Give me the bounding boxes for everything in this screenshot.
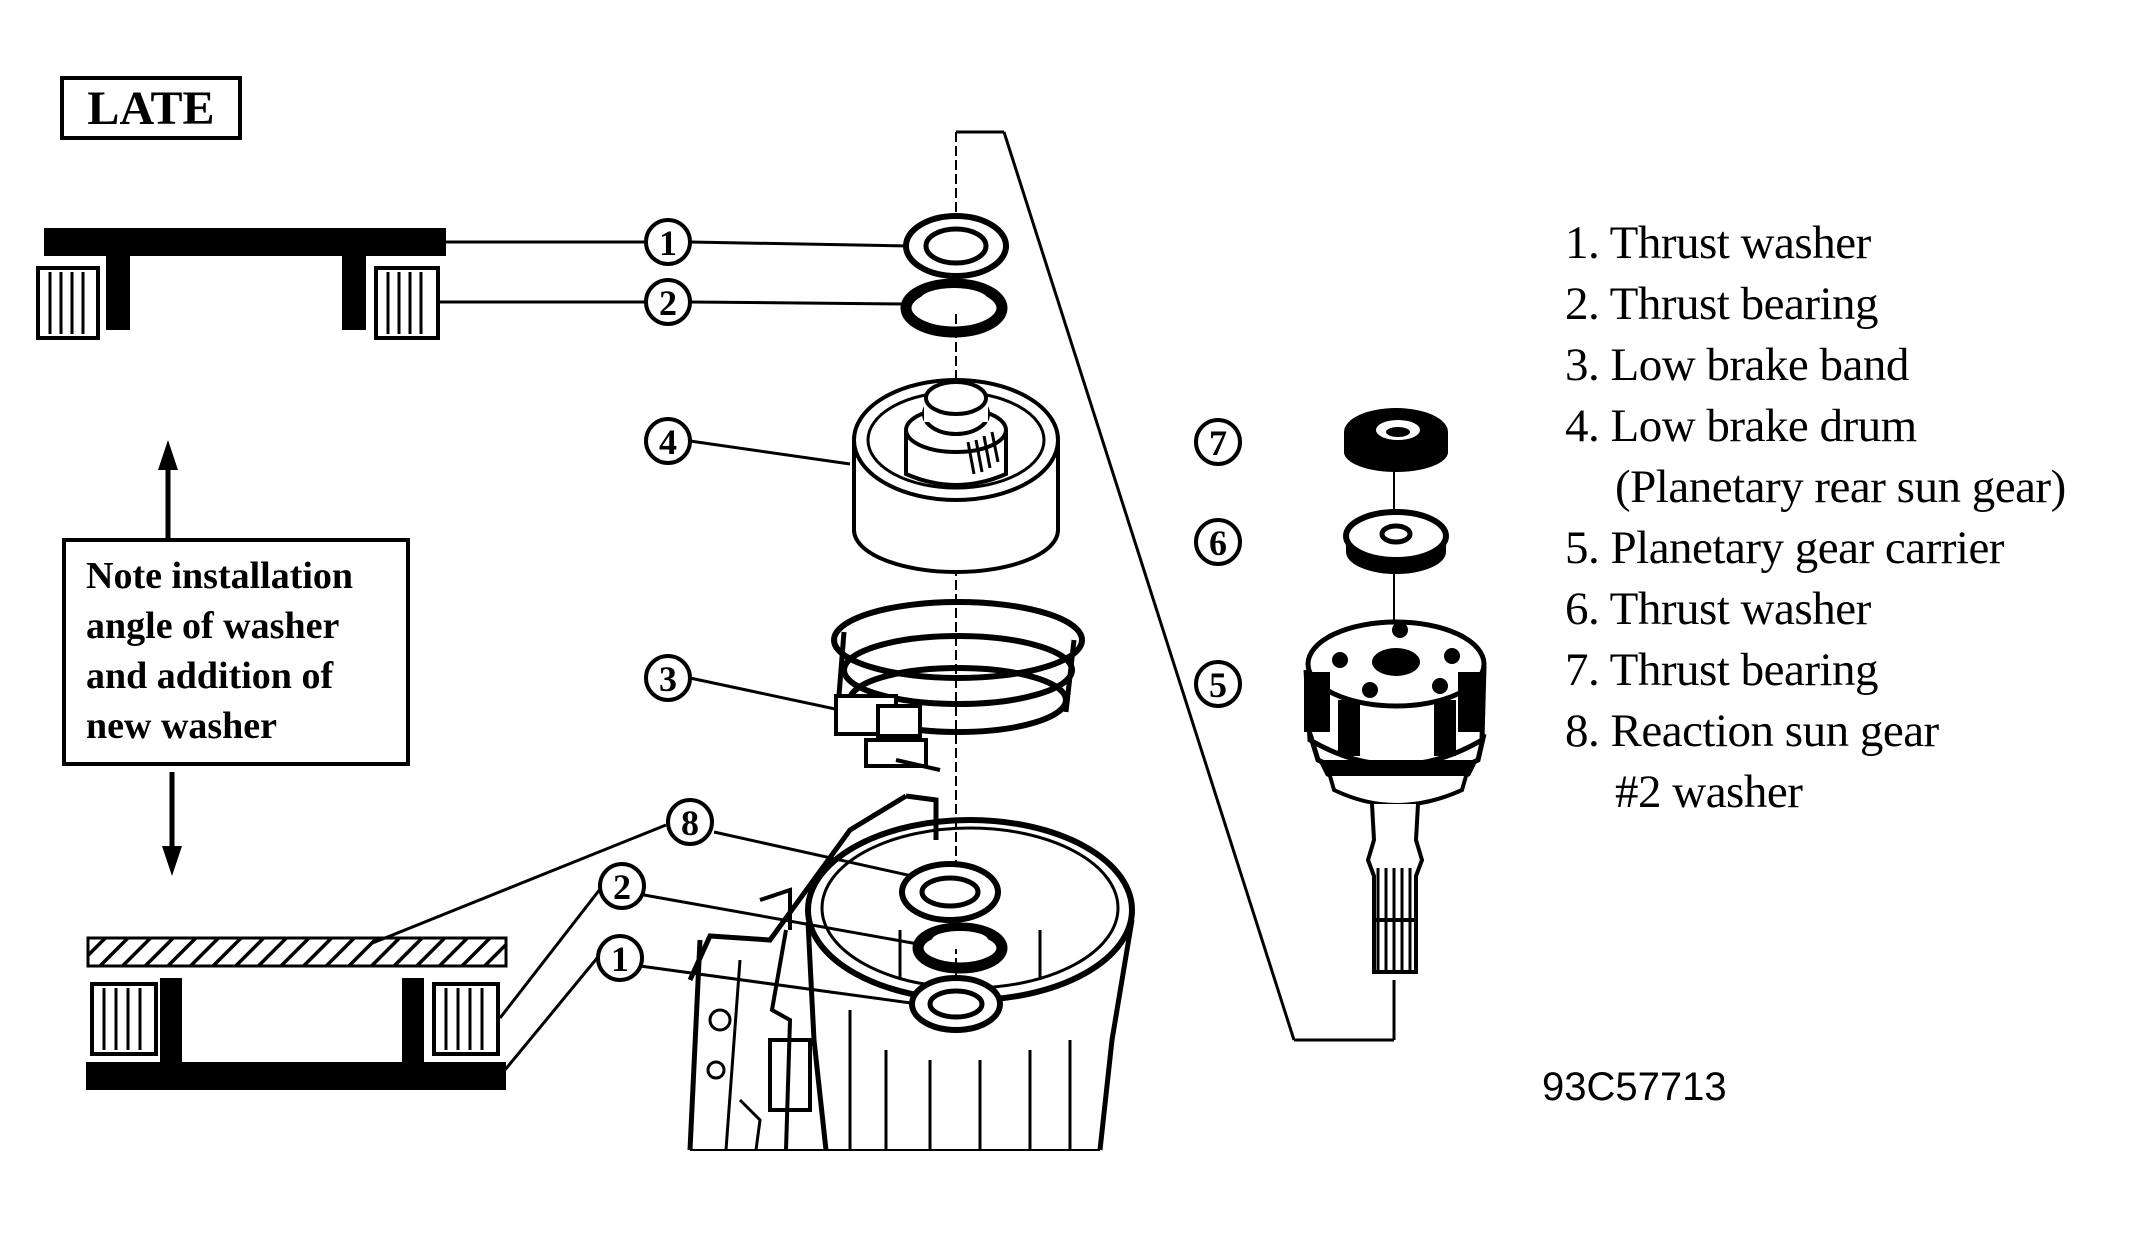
- parts-legend: 1. Thrust washer 2. Thrust bearing 3. Lo…: [1565, 217, 2066, 818]
- callout-1-top: 1: [644, 218, 692, 266]
- late-badge-label: LATE: [87, 82, 214, 135]
- callout-7: 7: [1194, 418, 1242, 466]
- planetary-gear-carrier: [1303, 619, 1487, 974]
- figure-code: 93C57713: [1542, 1065, 1727, 1109]
- legend-item-4-sub: (Planetary rear sun gear): [1615, 461, 2066, 513]
- svg-text:4: 4: [659, 422, 677, 462]
- legend-item-8: 8. Reaction sun gear: [1565, 705, 1940, 757]
- callout-6: 6: [1194, 518, 1242, 566]
- thrust-washer-bottom: [909, 975, 1003, 1033]
- bottom-cross-section: [86, 936, 508, 1090]
- low-brake-band: [831, 599, 1085, 772]
- callout-5: 5: [1194, 660, 1242, 708]
- bottom-left-bearing: [90, 982, 158, 1056]
- installation-note-box: Note installation angle of washer and ad…: [62, 538, 410, 766]
- svg-text:3: 3: [659, 659, 677, 699]
- legend-item-7: 7. Thrust bearing: [1565, 644, 1878, 696]
- callout-3: 3: [644, 654, 692, 702]
- up-arrow: [158, 440, 178, 540]
- legend-item-2: 2. Thrust bearing: [1565, 278, 1878, 330]
- thrust-washer-top: [903, 213, 1009, 279]
- svg-text:2: 2: [613, 867, 631, 907]
- down-arrow: [162, 772, 182, 876]
- legend-item-8-sub: #2 washer: [1615, 766, 1803, 818]
- legend-item-6: 6. Thrust washer: [1565, 583, 1872, 635]
- transmission-case: [687, 793, 1135, 1151]
- reaction-sun-gear-washer: [899, 861, 1001, 923]
- note-line-1: Note installation: [86, 555, 353, 597]
- svg-text:2: 2: [659, 283, 677, 323]
- svg-text:1: 1: [611, 939, 629, 979]
- legend-item-1: 1. Thrust washer: [1565, 217, 1872, 269]
- callout-1-bottom: 1: [596, 934, 644, 982]
- svg-text:7: 7: [1209, 423, 1227, 463]
- callout-2-bottom: 2: [598, 862, 646, 910]
- callout-4: 4: [644, 417, 692, 465]
- legend-item-3: 3. Low brake band: [1565, 339, 1909, 391]
- thrust-bearing-right: [1344, 408, 1448, 472]
- note-line-4: new washer: [86, 705, 277, 747]
- svg-text:1: 1: [659, 223, 677, 263]
- low-brake-drum: [852, 378, 1060, 574]
- legend-item-5: 5. Planetary gear carrier: [1565, 522, 2005, 574]
- thrust-bearing-bottom: [912, 922, 1008, 974]
- thrust-washer-right: [1343, 509, 1449, 574]
- bottom-right-bearing: [432, 982, 500, 1056]
- callout-2-top: 2: [644, 278, 692, 326]
- thrust-bearing-top: [900, 278, 1008, 338]
- svg-text:5: 5: [1209, 665, 1227, 705]
- leader-lines: [369, 130, 1396, 1077]
- legend-item-4: 4. Low brake drum: [1565, 400, 1917, 452]
- top-cross-section: [36, 228, 446, 340]
- late-badge: LATE: [60, 76, 242, 140]
- note-line-3: and addition of: [86, 655, 334, 697]
- svg-text:6: 6: [1209, 523, 1227, 563]
- note-line-2: angle of washer: [86, 605, 339, 647]
- callout-8: 8: [666, 798, 714, 846]
- svg-text:8: 8: [681, 803, 699, 843]
- top-left-bearing: [36, 266, 100, 340]
- top-right-bearing: [374, 266, 440, 340]
